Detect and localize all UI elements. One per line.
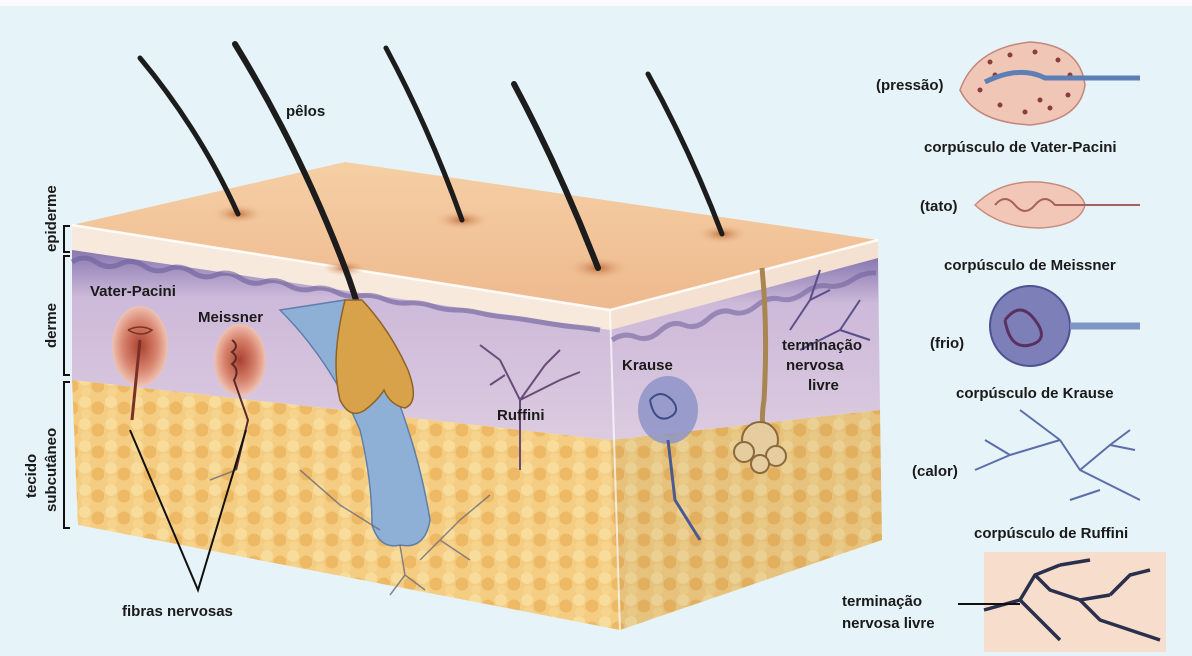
- label-pelos: pêlos: [286, 103, 325, 120]
- label-fibras-nervosas: fibras nervosas: [122, 603, 233, 620]
- label-derme: derme: [43, 303, 60, 348]
- legend-meissner-stimulus: (tato): [920, 198, 958, 215]
- label-vater-pacini: Vater-Pacini: [90, 283, 176, 300]
- legend-meissner-name: corpúsculo de Meissner: [944, 257, 1116, 274]
- label-epiderme: epiderme: [43, 185, 60, 252]
- label-terminacao-1: terminação: [782, 337, 862, 354]
- label-terminacao-3: livre: [808, 377, 839, 394]
- legend-ruffini-name: corpúsculo de Ruffini: [974, 525, 1128, 542]
- legend-krause-stimulus: (frio): [930, 335, 964, 352]
- legend-pacini-stimulus: (pressão): [876, 77, 944, 94]
- label-subcutaneo: subcutâneo: [43, 428, 60, 512]
- label-terminacao-2: nervosa: [786, 357, 844, 374]
- legend-krause-name: corpúsculo de Krause: [956, 385, 1114, 402]
- label-tecido: tecido: [23, 454, 40, 498]
- legend-free-2: nervosa livre: [842, 615, 935, 632]
- label-meissner: Meissner: [198, 309, 263, 326]
- legend-pacini-name: corpúsculo de Vater-Pacini: [924, 139, 1117, 156]
- label-krause: Krause: [622, 357, 673, 374]
- legend-ruffini-stimulus: (calor): [912, 463, 958, 480]
- label-ruffini: Ruffini: [497, 407, 544, 424]
- legend-free-1: terminação: [842, 593, 922, 610]
